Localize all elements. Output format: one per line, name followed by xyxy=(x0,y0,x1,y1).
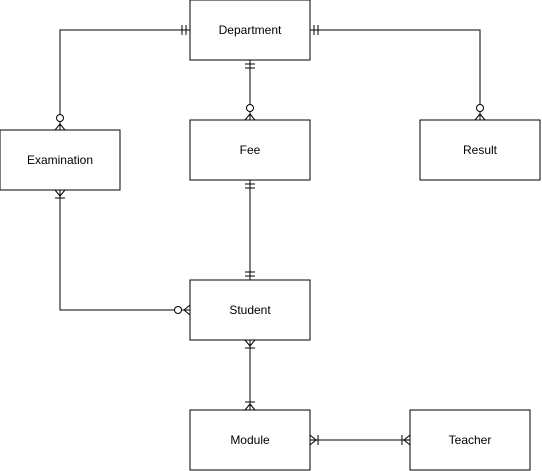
marker-one-many-module-right xyxy=(309,434,319,446)
marker-one-many-examination xyxy=(54,189,66,199)
marker-one-many-module-top xyxy=(244,401,256,411)
entity-student-label: Student xyxy=(229,303,271,317)
marker-one-only-fee xyxy=(245,183,255,189)
marker-one-many-teacher-left xyxy=(401,434,411,446)
entity-module[interactable]: Module xyxy=(189,409,311,471)
marker-one-only-department-left xyxy=(181,25,187,35)
entity-module-label: Module xyxy=(230,433,270,447)
entity-teacher[interactable]: Teacher xyxy=(409,409,531,471)
marker-one-only-student-top xyxy=(245,271,255,277)
marker-zero-many-fee xyxy=(244,104,256,121)
entity-fee-label: Fee xyxy=(240,143,261,157)
edge-department-examination xyxy=(59,29,190,130)
marker-one-only-department-right xyxy=(313,25,319,35)
edge-department-result xyxy=(310,29,481,120)
marker-zero-many-result xyxy=(474,104,486,121)
entity-teacher-label: Teacher xyxy=(449,433,492,447)
entity-student[interactable]: Student xyxy=(189,279,311,341)
entity-examination-label: Examination xyxy=(27,153,93,167)
marker-one-only-department-bottom xyxy=(245,63,255,69)
entity-result[interactable]: Result xyxy=(419,119,541,181)
entity-department-label: Department xyxy=(219,23,282,37)
entity-examination[interactable]: Examination xyxy=(0,129,121,191)
edge-examination-student xyxy=(59,190,190,311)
entity-fee[interactable]: Fee xyxy=(189,119,311,181)
marker-zero-many-examination xyxy=(54,114,66,131)
marker-one-many-student-bottom xyxy=(244,339,256,349)
entity-result-label: Result xyxy=(463,143,498,157)
marker-zero-many-student-left xyxy=(174,304,191,316)
entity-department[interactable]: Department xyxy=(189,0,311,61)
